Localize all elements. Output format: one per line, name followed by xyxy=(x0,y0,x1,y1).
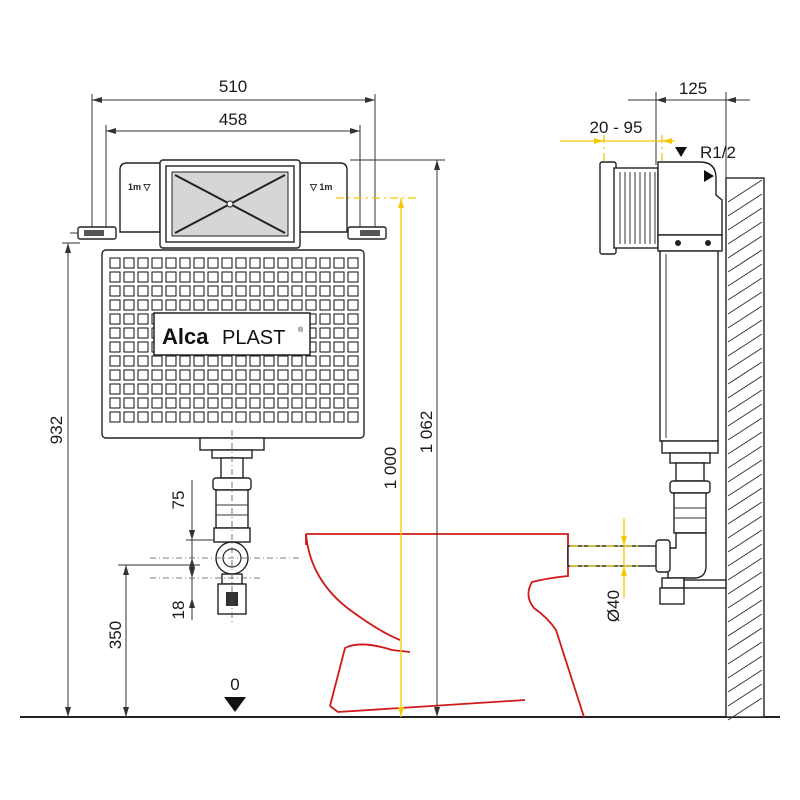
dim-510: 510 xyxy=(91,77,376,232)
dim-75-18: 75 18 xyxy=(169,480,214,620)
side-view-tank xyxy=(567,161,727,605)
brand-logo: Alca PLAST ® xyxy=(162,324,304,349)
dim-pipe-40: Ø40 xyxy=(570,518,640,622)
toilet-bowl xyxy=(305,533,585,718)
dim-458-label: 458 xyxy=(219,110,247,129)
dim-pipe-40-label: Ø40 xyxy=(604,590,623,622)
level-mark-right: ▽ 1m xyxy=(309,182,332,192)
dim-932-label: 932 xyxy=(47,416,66,444)
brand-name-regular: PLAST xyxy=(222,327,285,349)
dim-20-95: 20 - 95 xyxy=(560,118,675,165)
dim-458: 458 xyxy=(105,110,361,232)
dim-1000-label: 1 000 xyxy=(381,447,400,490)
level-mark-left: 1m ▽ xyxy=(128,182,152,192)
dim-1062-label: 1 062 xyxy=(417,411,436,454)
floor-zero-mark: 0 xyxy=(224,675,246,712)
dim-350: 350 xyxy=(106,564,200,717)
dim-510-label: 510 xyxy=(219,77,247,96)
dim-18-label: 18 xyxy=(169,601,188,620)
floor-zero-label: 0 xyxy=(230,675,239,694)
dim-125: 125 xyxy=(628,79,750,180)
dim-125-label: 125 xyxy=(679,79,707,98)
inlet-thread-label: R1/2 xyxy=(700,143,736,162)
brand-registered: ® xyxy=(298,326,304,334)
brand-name-bold: Alca xyxy=(162,324,209,349)
wall-hatch xyxy=(725,177,765,721)
mount-bracket-right xyxy=(347,226,387,240)
dim-1062: 1 062 xyxy=(350,159,445,717)
dim-75-label: 75 xyxy=(169,491,188,510)
dim-932: 932 xyxy=(47,242,80,717)
dim-20-95-label: 20 - 95 xyxy=(590,118,643,137)
dim-1000: 1 000 xyxy=(336,197,420,717)
tank-body xyxy=(101,249,365,439)
dim-350-label: 350 xyxy=(106,621,125,649)
frame-top: 1m ▽ ▽ 1m xyxy=(119,159,348,249)
inlet-thread-mark: R1/2 xyxy=(675,143,736,182)
mount-bracket-left xyxy=(70,226,117,240)
